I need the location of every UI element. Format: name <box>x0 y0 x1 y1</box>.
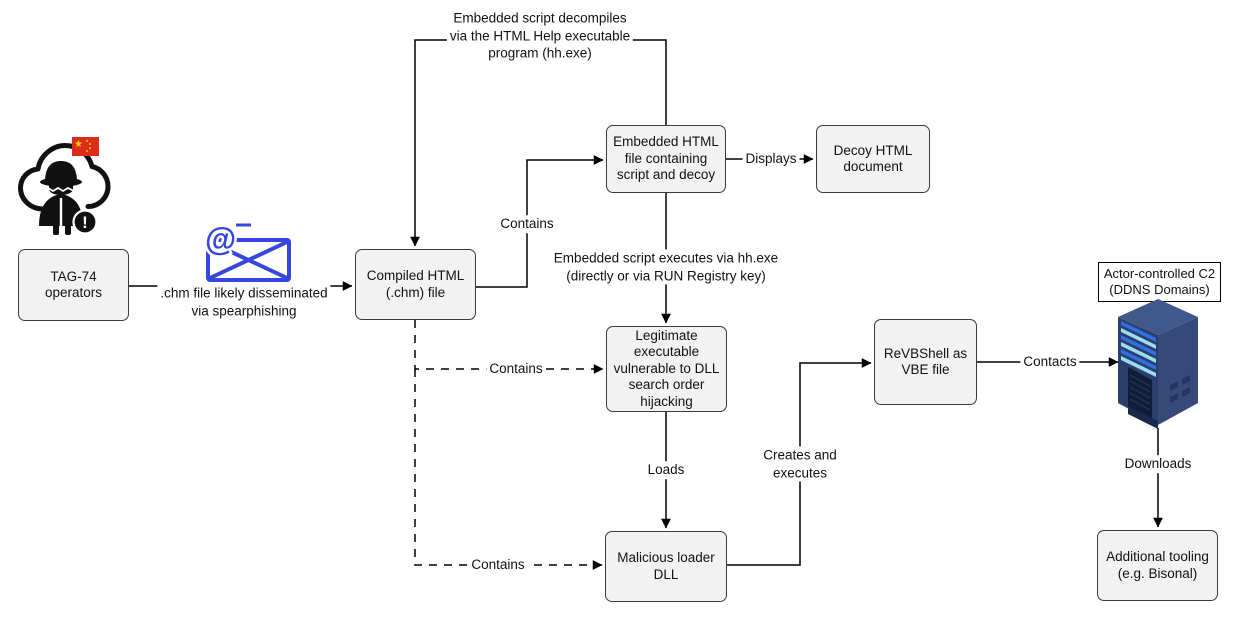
flag-star: ★ <box>74 139 83 150</box>
server-base <box>1128 406 1158 429</box>
node-compiled-chm: Compiled HTML (.chm) file <box>355 249 476 320</box>
edge-label-creates-executes: Creates and executes <box>760 446 840 482</box>
edge-label-displays: Displays <box>742 150 800 168</box>
edge-label-decompile: Embedded script decompiles via the HTML … <box>446 9 634 63</box>
node-tag74-operators: TAG-74 operators <box>18 249 129 321</box>
at-icon: @ <box>205 221 236 257</box>
edge-label-contacts: Contacts <box>1020 353 1080 371</box>
node-revbshell-vbe: ReVBShell as VBE file <box>874 319 977 405</box>
server-vent-lines <box>1129 374 1151 411</box>
edge-label-contains-html: Contains <box>497 215 557 233</box>
edge-label-contains-dll: Contains <box>468 556 528 574</box>
node-malicious-loader-dll: Malicious loader DLL <box>605 531 727 602</box>
node-embedded-html: Embedded HTML file containing script and… <box>606 125 726 193</box>
edge-label-spearphishing: .chm file likely disseminated via spearp… <box>157 284 331 320</box>
server-right-face <box>1158 317 1198 425</box>
edge-label-loads: Loads <box>644 461 688 479</box>
node-decoy-html: Decoy HTML document <box>816 125 930 193</box>
node-actor-controlled-c2: Actor-controlled C2 (DDNS Domains) <box>1098 262 1221 302</box>
node-legitimate-executable: Legitimate executable vulnerable to DLL … <box>606 326 727 412</box>
edge-label-executes: Embedded script executes via hh.exe (dir… <box>550 249 782 285</box>
c2-server-icon <box>1118 299 1198 429</box>
server-led-stripes <box>1121 321 1156 377</box>
node-additional-tooling: Additional tooling (e.g. Bisonal) <box>1097 530 1218 601</box>
threat-actor-icon: ★ ! <box>18 137 111 235</box>
spy-icon: ! <box>39 161 98 235</box>
edge-label-contains-exe: Contains <box>486 360 546 378</box>
exclamation-icon: ! <box>82 213 88 232</box>
server-ports <box>1170 375 1190 403</box>
edge-label-downloads: Downloads <box>1121 455 1195 473</box>
spearphishing-email-icon: @ <box>203 219 291 282</box>
china-flag-icon: ★ <box>72 137 99 156</box>
edge-chm-to-maliciousdll-contains-dashed <box>414 369 603 570</box>
